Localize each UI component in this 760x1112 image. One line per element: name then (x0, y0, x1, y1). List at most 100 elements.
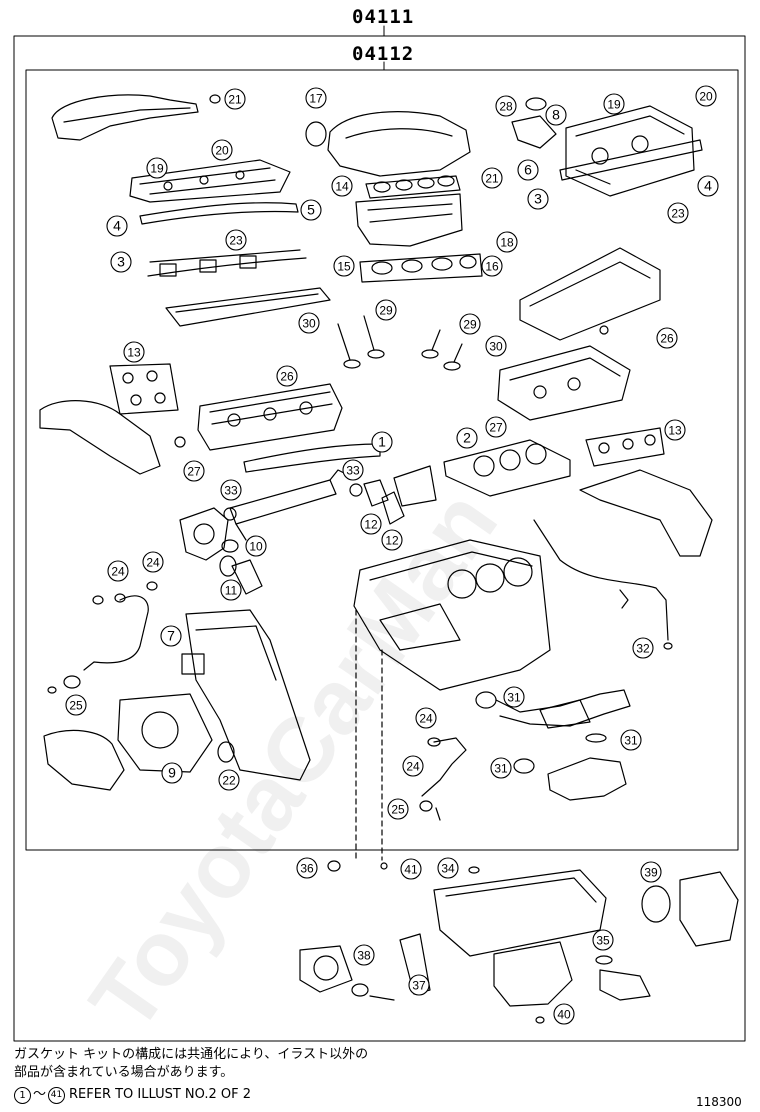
callout-25: 25 (387, 798, 409, 820)
callout-3: 3 (110, 251, 132, 273)
callout-number: 13 (127, 346, 141, 360)
exhaust-manifolds (39, 363, 713, 557)
callout-number: 4 (704, 178, 712, 194)
callout-7: 7 (160, 625, 182, 647)
callout-23: 23 (225, 229, 247, 251)
refer-note: 1 ～ 41 REFER TO ILLUST NO.2 OF 2 (14, 1086, 251, 1104)
callout-number: 5 (307, 202, 315, 218)
callout-number: 31 (507, 691, 521, 705)
callout-16: 16 (481, 255, 503, 277)
callout-number: 23 (229, 234, 243, 248)
callout-number: 30 (302, 317, 316, 331)
callout-31: 31 (490, 757, 512, 779)
refer-text: REFER TO ILLUST NO.2 OF 2 (69, 1087, 252, 1102)
callout-20: 20 (695, 85, 717, 107)
callout-15: 15 (333, 255, 355, 277)
callout-24: 24 (415, 707, 437, 729)
callout-24: 24 (142, 551, 164, 573)
callout-number: 31 (494, 762, 508, 776)
outer-kit-frame (13, 35, 746, 1042)
oil-pipe-left (47, 581, 158, 694)
callout-14: 14 (331, 175, 353, 197)
callout-number: 24 (146, 556, 160, 570)
callout-number: 22 (222, 774, 236, 788)
callout-number: 8 (552, 107, 560, 123)
callout-number: 2 (463, 430, 471, 446)
callout-number: 29 (379, 304, 393, 318)
callout-number: 29 (463, 318, 477, 332)
callout-24: 24 (402, 755, 424, 777)
kit-code-outer: 04111 (352, 6, 415, 28)
callout-9: 9 (161, 762, 183, 784)
callout-number: 41 (404, 863, 418, 877)
callout-30: 30 (485, 335, 507, 357)
callout-40: 40 (553, 1003, 575, 1025)
callout-number: 35 (596, 934, 610, 948)
callout-5: 5 (300, 199, 322, 221)
callout-26: 26 (656, 327, 678, 349)
gasket-kit-note-line1: ガスケット キットの構成には共通化により、イラスト以外の (14, 1047, 369, 1062)
callout-number: 11 (225, 584, 238, 598)
callout-21: 21 (481, 167, 503, 189)
callout-6: 6 (517, 159, 539, 181)
callout-28: 28 (495, 95, 517, 117)
callout-29: 29 (375, 299, 397, 321)
callout-19: 19 (146, 157, 168, 179)
callout-32: 32 (632, 637, 654, 659)
callout-number: 17 (309, 92, 323, 106)
range-to-circle: 41 (48, 1086, 66, 1104)
small-seals (174, 94, 609, 874)
left-head-cover-group (51, 94, 331, 327)
callout-number: 24 (419, 712, 433, 726)
callout-number: 23 (671, 207, 685, 221)
callout-number: 31 (624, 734, 638, 748)
callout-number: 4 (113, 218, 121, 234)
callout-13: 13 (123, 341, 145, 363)
callout-number: 34 (441, 862, 455, 876)
callout-24: 24 (107, 560, 129, 582)
callout-number: 19 (607, 98, 621, 112)
callout-20: 20 (211, 139, 233, 161)
callout-number: 38 (357, 949, 371, 963)
callout-number: 32 (636, 642, 650, 656)
callout-10: 10 (245, 535, 267, 557)
callout-number: 9 (168, 765, 176, 781)
water-pump (179, 507, 263, 595)
callout-number: 40 (557, 1008, 571, 1022)
callout-17: 17 (305, 87, 327, 109)
callout-number: 3 (117, 254, 125, 270)
callout-33: 33 (342, 459, 364, 481)
callout-26: 26 (276, 365, 298, 387)
oil-pipe-center (419, 737, 467, 821)
callout-number: 33 (224, 484, 238, 498)
oil-filter-group (299, 933, 431, 1001)
callout-1: 1 (371, 431, 393, 453)
callout-number: 24 (406, 760, 420, 774)
callout-number: 21 (228, 93, 242, 107)
callout-number: 12 (364, 518, 378, 532)
exhaust-pipes (475, 689, 631, 801)
callout-number: 28 (499, 100, 513, 114)
callout-number: 14 (335, 180, 349, 194)
callout-number: 36 (300, 862, 314, 876)
callout-number: 30 (489, 340, 503, 354)
callout-27: 27 (183, 460, 205, 482)
callout-number: 21 (485, 172, 499, 186)
callout-number: 24 (111, 565, 125, 579)
kit-code-inner: 04112 (352, 43, 415, 65)
callout-13: 13 (664, 419, 686, 441)
callout-number: 3 (534, 191, 542, 207)
callout-41: 41 (400, 858, 422, 880)
figure-number: 118300 (696, 1095, 742, 1109)
callout-number: 37 (412, 979, 426, 993)
callout-number: 33 (346, 464, 360, 478)
callout-4: 4 (106, 215, 128, 237)
callout-3: 3 (527, 188, 549, 210)
callout-number: 25 (391, 803, 405, 817)
callout-18: 18 (496, 231, 518, 253)
callout-31: 31 (503, 686, 525, 708)
callout-number: 15 (337, 260, 351, 274)
timing-cover (43, 609, 311, 791)
callout-38: 38 (353, 944, 375, 966)
